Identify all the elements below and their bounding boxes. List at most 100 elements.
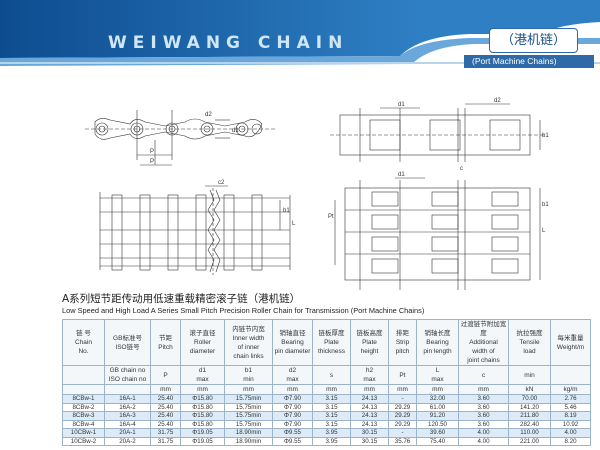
table-cell: 70.00 bbox=[508, 394, 551, 404]
unit-4: mm bbox=[224, 384, 273, 395]
table-cell: 120.50 bbox=[416, 419, 459, 429]
table-cell: 3.60 bbox=[458, 419, 509, 429]
table-cell: 8.19 bbox=[550, 411, 591, 421]
table-cell: 29.29 bbox=[388, 419, 417, 429]
table-cell: 211.80 bbox=[508, 411, 551, 421]
table-cell: Φ7.90 bbox=[272, 411, 313, 421]
table-cell: 8.20 bbox=[550, 436, 591, 446]
table-cell: 3.15 bbox=[312, 419, 351, 429]
table-cell: - bbox=[388, 394, 417, 404]
table-cell: 4.00 bbox=[458, 428, 509, 438]
table-cell: Φ7.90 bbox=[272, 394, 313, 404]
table-cell: Φ19.05 bbox=[180, 436, 225, 446]
unit-1 bbox=[104, 384, 151, 395]
table-cell: 31.75 bbox=[150, 428, 181, 438]
caption-english: Low Speed and High Load A Series Small P… bbox=[62, 306, 425, 315]
unit-5: mm bbox=[272, 384, 313, 395]
table-cell: - bbox=[388, 428, 417, 438]
table-cell: 10.92 bbox=[550, 419, 591, 429]
th2-11: min bbox=[508, 365, 551, 385]
label-p-top: P bbox=[150, 149, 154, 155]
table-cell: 3.95 bbox=[312, 436, 351, 446]
label-d2-right-top: d2 bbox=[494, 98, 501, 104]
table-cell: 24.13 bbox=[350, 419, 389, 429]
table-cell: 3.15 bbox=[312, 402, 351, 412]
table-cell: 91.20 bbox=[416, 411, 459, 421]
unit-3: mm bbox=[180, 384, 225, 395]
unit-9: mm bbox=[416, 384, 459, 395]
table-cell: 25.40 bbox=[150, 394, 181, 404]
table-cell: 29.29 bbox=[388, 402, 417, 412]
table-cell: 10CBw-1 bbox=[62, 428, 105, 438]
table-cell: 16A-4 bbox=[104, 419, 151, 429]
label-b1-right-bottom: b1 bbox=[542, 202, 549, 208]
label-p-bottom: P bbox=[150, 159, 154, 165]
table-cell: 8CBw-3 bbox=[62, 411, 105, 421]
chain-top-view bbox=[99, 185, 291, 275]
table-cell: 35.76 bbox=[388, 436, 417, 446]
table-cell: Φ15.80 bbox=[180, 411, 225, 421]
table-cell: 15.75min bbox=[224, 402, 273, 412]
label-l-right: L bbox=[542, 228, 546, 234]
table-cell: Φ9.55 bbox=[272, 428, 313, 438]
label-c-right: c bbox=[460, 166, 463, 172]
chain-drawings: P P d2 d1 c2 L b1 d1 d2 c b1 bbox=[85, 98, 549, 290]
label-d2-left: d2 bbox=[205, 112, 212, 118]
table-cell: 30.15 bbox=[350, 428, 389, 438]
table-cell: 2.76 bbox=[550, 394, 591, 404]
table-cell: 24.13 bbox=[350, 402, 389, 412]
label-d1-right-top: d1 bbox=[398, 102, 405, 108]
table-cell: 141.20 bbox=[508, 402, 551, 412]
single-strand-view bbox=[330, 103, 545, 162]
table-cell: 20A-2 bbox=[104, 436, 151, 446]
table-cell: Φ7.90 bbox=[272, 402, 313, 412]
table-cell: 4.00 bbox=[550, 428, 591, 438]
table-cell: 31.75 bbox=[150, 436, 181, 446]
unit-6: mm bbox=[312, 384, 351, 395]
category-subtitle: (Port Machine Chains) bbox=[464, 55, 594, 68]
label-d1-left: d1 bbox=[232, 128, 239, 134]
table-cell: 4.00 bbox=[458, 436, 509, 446]
unit-10: mm bbox=[458, 384, 509, 395]
table-cell: 15.75min bbox=[224, 419, 273, 429]
table-cell: 25.40 bbox=[150, 411, 181, 421]
table-cell: 24.13 bbox=[350, 411, 389, 421]
table-cell: 8CBw-4 bbox=[62, 419, 105, 429]
table-cell: 3.95 bbox=[312, 428, 351, 438]
unit-0 bbox=[62, 384, 105, 395]
chain-side-view bbox=[85, 110, 275, 166]
table-cell: Φ7.90 bbox=[272, 419, 313, 429]
table-cell: 282.40 bbox=[508, 419, 551, 429]
category-badge: （港机链） bbox=[489, 28, 578, 53]
label-pt: Pt bbox=[328, 214, 334, 220]
table-cell: Φ15.80 bbox=[180, 402, 225, 412]
table-cell: 16A-3 bbox=[104, 411, 151, 421]
table-cell: 221.00 bbox=[508, 436, 551, 446]
th2-8: Pt bbox=[388, 365, 417, 385]
header-banner bbox=[0, 0, 600, 66]
label-l-left: L bbox=[292, 221, 296, 227]
table-cell: 3.15 bbox=[312, 394, 351, 404]
table-cell: 32.00 bbox=[416, 394, 459, 404]
table-cell: 3.15 bbox=[312, 411, 351, 421]
caption-chinese: A系列短节距传动用低速重载精密滚子链（港机链） bbox=[62, 293, 301, 305]
unit-8: mm bbox=[388, 384, 417, 395]
